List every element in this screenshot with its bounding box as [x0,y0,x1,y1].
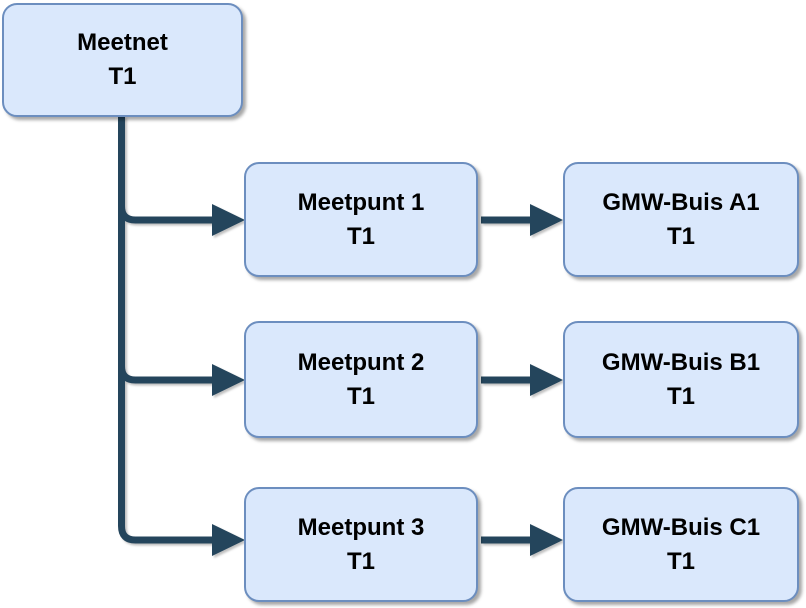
node-meetpunt-2-subtitle: T1 [346,382,375,410]
edge-meetnet-meetpunt1 [118,116,245,236]
node-gmw-buis-c1: GMW-Buis C1 T1 [563,487,799,602]
edge-meetpunt3-gmw-c1 [481,524,563,556]
node-meetnet-subtitle: T1 [108,63,137,90]
edge-meetpunt1-gmw-a1 [481,204,563,236]
node-gmw-buis-b1-title: GMW-Buis B1 [601,348,761,376]
node-meetpunt-2: Meetpunt 2 T1 [244,321,478,438]
node-meetpunt-1: Meetpunt 1 T1 [244,162,478,277]
node-gmw-buis-b1-subtitle: T1 [666,382,695,410]
edge-meetnet-meetpunt2 [118,116,245,396]
node-gmw-buis-b1: GMW-Buis B1 T1 [563,321,799,438]
node-meetpunt-3-subtitle: T1 [346,547,375,575]
node-meetnet: Meetnet T1 [2,3,243,117]
node-meetpunt-1-title: Meetpunt 1 [297,188,425,216]
node-gmw-buis-a1-title: GMW-Buis A1 [602,188,760,216]
node-meetpunt-3-title: Meetpunt 3 [297,513,425,541]
node-meetnet-title: Meetnet [77,29,168,56]
node-meetpunt-2-title: Meetpunt 2 [297,348,425,376]
node-meetpunt-3: Meetpunt 3 T1 [244,487,478,602]
node-gmw-buis-a1-subtitle: T1 [666,222,695,250]
node-gmw-buis-c1-subtitle: T1 [666,547,695,575]
node-meetpunt-1-subtitle: T1 [346,222,375,250]
node-gmw-buis-c1-title: GMW-Buis C1 [601,513,761,541]
node-gmw-buis-a1: GMW-Buis A1 T1 [563,162,799,277]
edge-meetnet-meetpunt3 [118,116,245,556]
edge-meetpunt2-gmw-b1 [481,364,563,396]
